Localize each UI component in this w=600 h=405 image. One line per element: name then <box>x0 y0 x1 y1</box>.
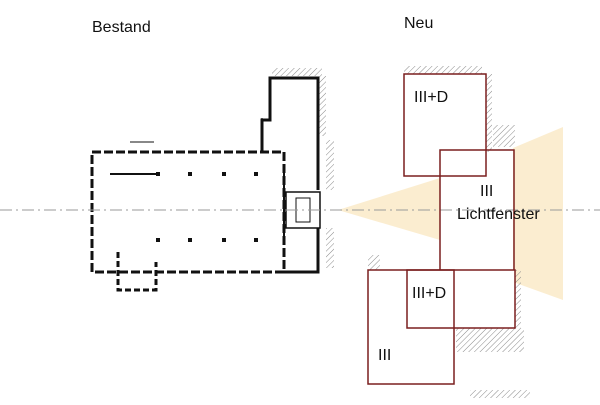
heading-existing: Bestand <box>92 19 151 36</box>
heading-new: Neu <box>404 15 433 32</box>
block-lower-left <box>367 269 455 385</box>
neighbour-hatching-new <box>368 66 530 398</box>
existing-columns <box>156 172 258 242</box>
new-building-blocks <box>367 73 516 385</box>
label-lower-left: III <box>378 347 391 364</box>
label-upper-left: III+D <box>414 89 448 106</box>
existing-building-plan <box>90 76 321 292</box>
label-light-window-floors: III <box>480 183 493 200</box>
existing-north-wing <box>260 76 320 190</box>
light-cone <box>338 178 440 240</box>
block-lower-middle <box>406 269 516 329</box>
light-cone-right <box>513 127 563 300</box>
label-lower-middle: III+D <box>412 285 446 302</box>
neighbour-hatching-existing <box>272 68 334 268</box>
label-light-window-name: Lichtfenster <box>457 206 540 223</box>
existing-main-hall <box>90 150 286 274</box>
existing-annex <box>116 252 158 292</box>
block-upper-left <box>403 73 487 177</box>
